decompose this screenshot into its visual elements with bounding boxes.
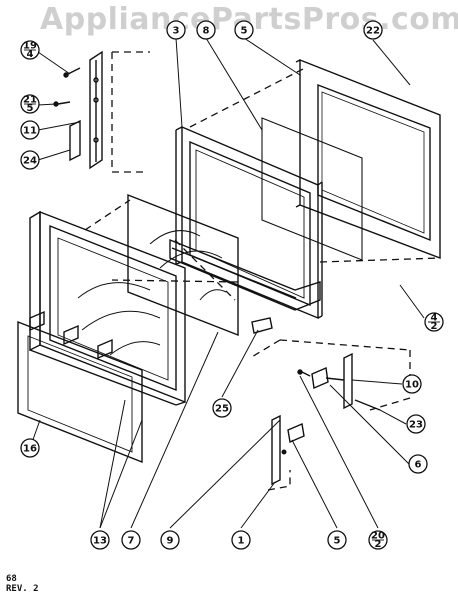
- callout-number: 9: [167, 536, 174, 547]
- callout-21-5: 215: [20, 94, 40, 114]
- callout-number: 6: [415, 460, 422, 471]
- callout-number: 21: [23, 95, 37, 106]
- callout-circle: [408, 454, 428, 474]
- callout-number: 22: [366, 26, 380, 37]
- callout-22: 22: [363, 20, 383, 40]
- callout-number: 4: [431, 313, 438, 324]
- door-handle-panel: [17, 310, 143, 464]
- callout-number: 7: [128, 536, 135, 547]
- callout-16: 16: [20, 438, 40, 458]
- callout-number: 20: [371, 531, 385, 542]
- callout-circle: [327, 530, 347, 550]
- callout-circle: [231, 530, 251, 550]
- callout-number: 2: [375, 539, 382, 550]
- sheet-number: 68: [6, 574, 17, 584]
- callout-19-4: 194: [20, 40, 40, 60]
- callout-5bot: 5: [327, 530, 347, 550]
- assembly-dashed-lines: [84, 51, 441, 491]
- callout-number: 8: [203, 26, 210, 37]
- leader-lines: [29, 37, 425, 529]
- callout-number: 5: [334, 536, 341, 547]
- revision-label: REV. 2: [6, 584, 39, 594]
- callout-number: 1: [238, 536, 245, 547]
- callout-circle: [20, 120, 40, 140]
- door-front-frame: [29, 210, 186, 406]
- callout-10: 10: [402, 374, 422, 394]
- callout-circle: [20, 150, 40, 170]
- screws-upper-left: [53, 67, 81, 107]
- callout-circle: [160, 530, 180, 550]
- callout-circle: [166, 20, 186, 40]
- callout-11: 11: [20, 120, 40, 140]
- callout-23: 23: [406, 414, 426, 434]
- callout-9: 9: [160, 530, 180, 550]
- callout-25: 25: [212, 398, 232, 418]
- callout-20-2: 202: [368, 530, 388, 550]
- callout-number: 13: [93, 536, 107, 547]
- callout-5top: 5: [234, 20, 254, 40]
- callout-number: 25: [215, 404, 229, 415]
- callout-8: 8: [196, 20, 216, 40]
- switch-bracket: [271, 414, 305, 486]
- callout-7: 7: [121, 530, 141, 550]
- callout-1: 1: [231, 530, 251, 550]
- outer-cabinet-panel: [295, 58, 441, 260]
- callout-number: 5: [27, 103, 34, 114]
- callout-24: 24: [20, 150, 40, 170]
- hinge-bracket: [69, 50, 103, 170]
- callout-circle: [212, 398, 232, 418]
- callout-number: 3: [173, 26, 180, 37]
- insulation-sheet: [261, 117, 363, 261]
- callout-number: 5: [241, 26, 248, 37]
- callout-number: 19: [23, 41, 37, 52]
- callout-circle: [196, 20, 216, 40]
- callout-number: 4: [27, 49, 34, 60]
- callout-number: 11: [23, 126, 37, 137]
- callout-number: 24: [23, 156, 37, 167]
- callout-circle: [363, 20, 383, 40]
- callout-6: 6: [408, 454, 428, 474]
- callout-circle: [121, 530, 141, 550]
- callout-4-2: 42: [424, 312, 444, 332]
- callout-number: 2: [431, 321, 438, 332]
- callout-circle: [402, 374, 422, 394]
- callout-3: 3: [166, 20, 186, 40]
- callout-circle: [234, 20, 254, 40]
- callout-circle: [406, 414, 426, 434]
- callout-number: 16: [23, 444, 37, 455]
- latch-assembly: [297, 352, 381, 411]
- door-frame: [175, 125, 323, 320]
- callout-number: 23: [409, 420, 423, 431]
- callout-number: 10: [405, 380, 419, 391]
- bottom-choke-bracket: [169, 238, 321, 334]
- inner-glass-pane: [127, 193, 239, 337]
- callout-circle: [20, 438, 40, 458]
- drawing-footer: 68 REV. 2: [6, 574, 39, 594]
- callout-13: 13: [90, 530, 110, 550]
- callout-circle: [90, 530, 110, 550]
